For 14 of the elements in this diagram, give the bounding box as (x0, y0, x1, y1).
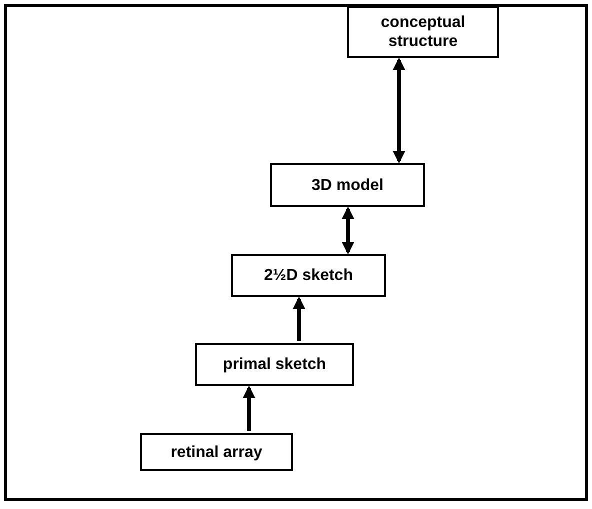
stage-label: 3D model (310, 176, 384, 194)
stage-box (270, 163, 425, 207)
stage-label: conceptual structure (380, 13, 466, 51)
arrow (392, 57, 406, 164)
arrow (342, 206, 354, 255)
stage-label: retinal array (170, 442, 264, 462)
arrow (242, 385, 256, 431)
stage-box (140, 433, 293, 471)
arrow (292, 296, 306, 341)
stage-label: primal sketch (222, 355, 328, 374)
stage-label: 2½D sketch (263, 266, 354, 285)
stage-box (347, 6, 499, 58)
stage-box (195, 343, 354, 386)
stage-box (231, 254, 386, 297)
